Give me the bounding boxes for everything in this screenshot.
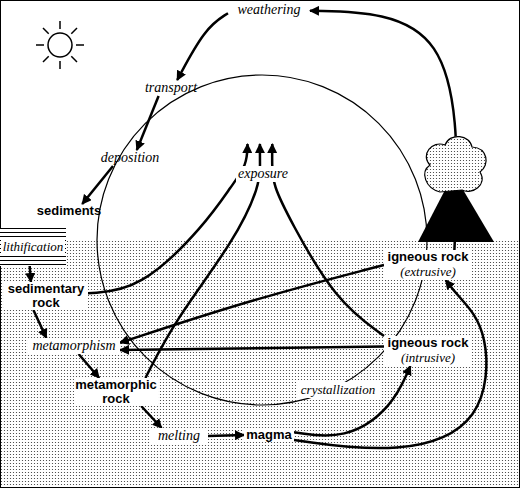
rock-label: igneous rock(extrusive) xyxy=(384,250,472,280)
node-text: weathering xyxy=(228,2,310,18)
node-text: metamorphism xyxy=(28,338,120,354)
node-text: (intrusive) xyxy=(384,350,472,366)
node-text: igneous rock xyxy=(384,250,472,264)
lithification-box: lithification xyxy=(0,228,66,266)
rock-label: sediments xyxy=(36,204,102,218)
volcano-symbol xyxy=(418,137,494,242)
cycle-arrow xyxy=(137,96,159,150)
node-text: (extrusive) xyxy=(384,264,472,280)
node-text: igneous rock xyxy=(384,336,472,350)
ground-stipple xyxy=(0,240,520,488)
sun-symbol xyxy=(36,21,84,69)
cycle-circle xyxy=(97,75,427,405)
cycle-arrow xyxy=(79,354,100,378)
rock-label: sedimentary rock xyxy=(4,282,88,310)
process-label: deposition xyxy=(96,150,164,166)
cycle-arrow xyxy=(208,435,244,436)
rock-label: igneous rock(intrusive) xyxy=(384,336,472,366)
cycle-arrow xyxy=(141,406,161,428)
node-text: lithification xyxy=(1,239,66,255)
process-box: melting xyxy=(150,428,208,444)
cycle-arrow xyxy=(294,280,486,448)
process-label: transport xyxy=(140,80,202,96)
process-label: exposure xyxy=(232,144,294,182)
node-text: sediments xyxy=(36,204,102,218)
cycle-arrow xyxy=(294,366,410,436)
process-label: weathering xyxy=(228,2,310,18)
node-text: melting xyxy=(150,428,208,444)
edge-label: crystallization xyxy=(296,382,380,398)
node-text: deposition xyxy=(96,150,164,166)
cycle-arrow xyxy=(82,166,113,204)
node-text: metamorphic rock xyxy=(74,378,158,406)
node-text: magma xyxy=(244,428,294,442)
cycle-arrow xyxy=(33,310,46,338)
cycle-arrow xyxy=(177,13,228,80)
node-text: transport xyxy=(140,80,202,96)
node-text: sedimentary rock xyxy=(4,282,88,310)
node-text: exposure xyxy=(236,166,290,182)
process-box: metamorphism xyxy=(28,338,120,354)
cycle-arrow xyxy=(88,144,248,293)
rock-label: magma xyxy=(244,428,294,442)
cycle-arrow xyxy=(30,266,31,282)
rock-label: metamorphic rock xyxy=(74,378,158,406)
